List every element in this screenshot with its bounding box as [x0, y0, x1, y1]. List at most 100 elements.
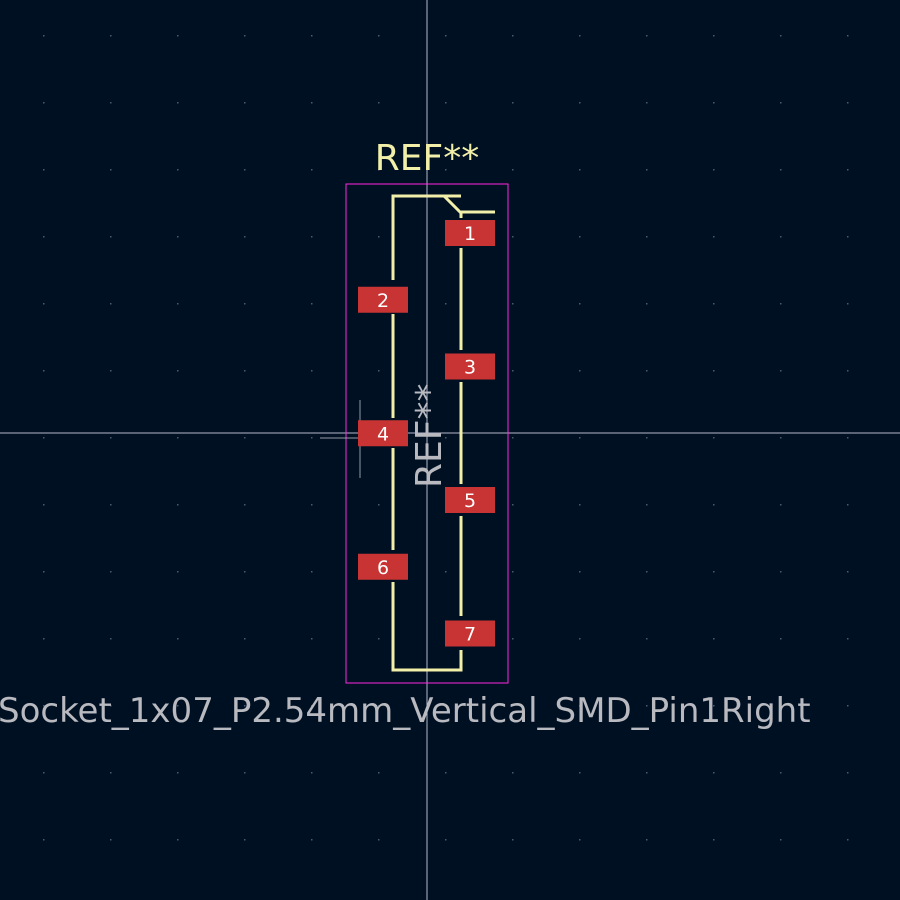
pad-4[interactable]: 4 [358, 420, 408, 447]
grid-dot [110, 102, 112, 104]
grid-dot [177, 370, 179, 372]
grid-dot [311, 370, 313, 372]
grid-dot [311, 504, 313, 506]
pads-group[interactable]: 1 2 3 4 5 6 7 [358, 220, 495, 647]
grid-dot [847, 437, 849, 439]
grid-dot [445, 169, 447, 171]
grid-dot [445, 571, 447, 573]
pad-number: 6 [377, 557, 389, 579]
pad-rect[interactable] [445, 220, 495, 246]
grid-dot [43, 303, 45, 305]
courtyard-outline[interactable] [345, 183, 509, 684]
grid-dot [43, 35, 45, 37]
grid-dot [780, 35, 782, 37]
pad-number: 5 [464, 490, 476, 512]
grid-dot [579, 437, 581, 439]
grid-dot [378, 638, 380, 640]
grid-dot [780, 102, 782, 104]
grid-dot [244, 705, 246, 707]
pad-rect[interactable] [358, 553, 408, 580]
pad-rect[interactable] [358, 286, 408, 313]
grid-dot [311, 705, 313, 707]
grid-dot [780, 705, 782, 707]
grid-dot [244, 370, 246, 372]
grid-dot [512, 35, 514, 37]
grid-dot [512, 437, 514, 439]
pad-rect[interactable] [358, 420, 408, 447]
grid-dot [177, 772, 179, 774]
grid-dot [311, 571, 313, 573]
pad-rect[interactable] [445, 353, 495, 380]
silkscreen-outline[interactable] [391, 194, 495, 672]
grid-dot [579, 370, 581, 372]
grid-dot [110, 839, 112, 841]
grid-dot [311, 437, 313, 439]
pad-1[interactable]: 1 [445, 220, 495, 246]
grid-dot [713, 102, 715, 104]
footprint-value-text[interactable]: Socket_1x07_P2.54mm_Vertical_SMD_Pin1Rig… [0, 691, 811, 731]
reference-designator[interactable]: REF** [375, 138, 479, 179]
grid-dot [847, 571, 849, 573]
grid-dot [311, 35, 313, 37]
grid-dot [713, 169, 715, 171]
grid-dot [110, 303, 112, 305]
grid-dot [244, 504, 246, 506]
grid-dot [177, 102, 179, 104]
grid-dot [713, 839, 715, 841]
grid-dot [244, 571, 246, 573]
pad-2[interactable]: 2 [358, 286, 408, 313]
grid-dot [110, 236, 112, 238]
grid-dot [43, 571, 45, 573]
pad-rect[interactable] [445, 620, 495, 647]
fab-reference-text[interactable]: REF** [409, 384, 450, 488]
grid-dot [713, 370, 715, 372]
grid-dot [847, 169, 849, 171]
grid-dot [713, 772, 715, 774]
grid-dot [110, 705, 112, 707]
grid-dot [43, 839, 45, 841]
grid-dot [177, 437, 179, 439]
grid-dot [646, 504, 648, 506]
grid-dot [646, 705, 648, 707]
grid-dot [445, 35, 447, 37]
grid-dot [177, 236, 179, 238]
pad-5[interactable]: 5 [445, 487, 495, 513]
grid-dot [378, 102, 380, 104]
grid-dot [445, 705, 447, 707]
grid-dot [43, 504, 45, 506]
pad-number: 1 [464, 223, 476, 245]
pad-6[interactable]: 6 [358, 553, 408, 580]
grid-dot [512, 571, 514, 573]
grid-dot [512, 504, 514, 506]
grid-dot [311, 839, 313, 841]
grid-dot [713, 35, 715, 37]
grid-dot [378, 169, 380, 171]
grid-dot [579, 571, 581, 573]
grid-dot [579, 169, 581, 171]
grid-dot [512, 772, 514, 774]
grid-dot [646, 35, 648, 37]
grid-dot [579, 839, 581, 841]
grid-dot [646, 102, 648, 104]
grid-dot [713, 303, 715, 305]
grid-dot [244, 437, 246, 439]
grid-dot [43, 705, 45, 707]
grid-dot [780, 571, 782, 573]
grid-dot [311, 169, 313, 171]
pad-number: 3 [464, 357, 476, 379]
grid-dot [378, 504, 380, 506]
grid-dot [43, 772, 45, 774]
grid-dot [713, 571, 715, 573]
pad-7[interactable]: 7 [445, 620, 495, 647]
grid-dot [445, 303, 447, 305]
grid-dot [646, 236, 648, 238]
grid-dot [847, 303, 849, 305]
pad-3[interactable]: 3 [445, 353, 495, 380]
grid-dot [110, 169, 112, 171]
grid-dot [646, 370, 648, 372]
grid-dot [780, 437, 782, 439]
grid-dot [311, 236, 313, 238]
pad-rect[interactable] [445, 487, 495, 513]
